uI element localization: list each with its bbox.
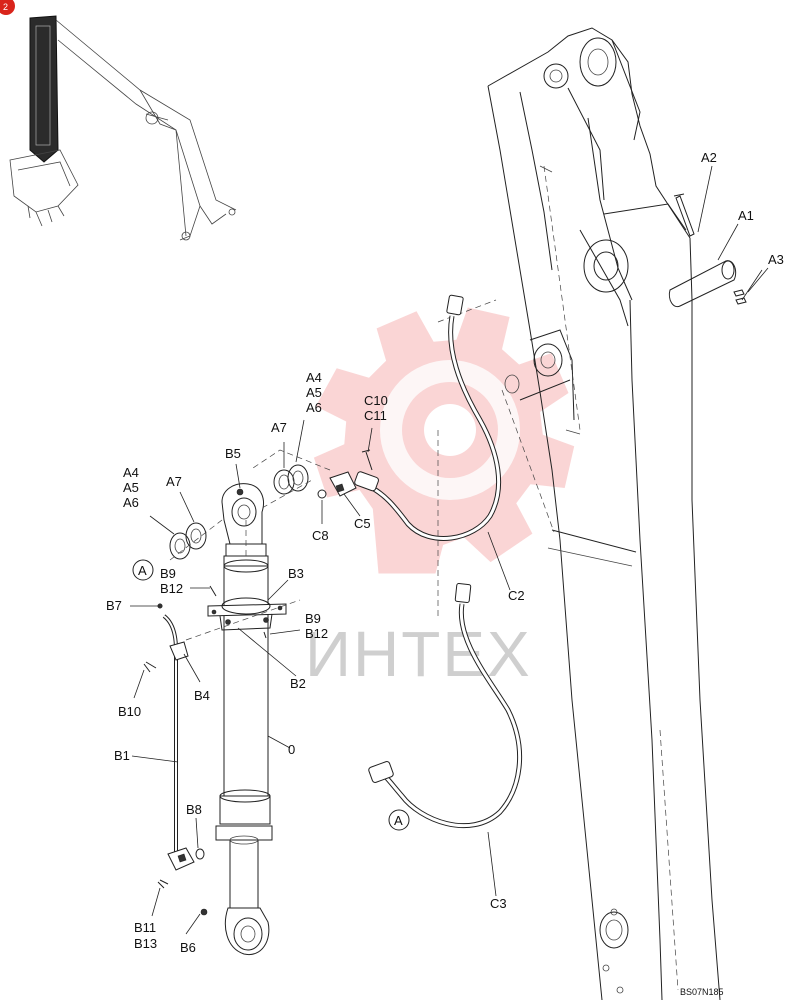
label-b4: B4	[194, 688, 210, 703]
leader-lines	[130, 165, 769, 935]
label-b6: B6	[180, 940, 196, 955]
callout-a-top: A	[132, 559, 154, 581]
label-b11: B11	[134, 920, 156, 935]
label-b3: B3	[288, 566, 304, 581]
label-a2: A2	[701, 150, 717, 165]
boom-structure	[487, 27, 721, 1000]
fittings	[249, 449, 373, 499]
reference-code: BS07N185	[680, 987, 724, 997]
label-a7-left: A7	[166, 474, 182, 489]
label-b10: B10	[118, 704, 141, 719]
label-c3: C3	[490, 896, 507, 911]
corner-badge: 2	[3, 2, 8, 12]
label-a7-right: A7	[271, 420, 287, 435]
callout-a-top-label: A	[138, 563, 147, 578]
label-c8: C8	[312, 528, 329, 543]
label-c2: C2	[508, 588, 525, 603]
label-b9-right: B9	[305, 611, 321, 626]
label-a6-left: A6	[123, 495, 139, 510]
label-c5: C5	[354, 516, 371, 531]
washers	[169, 464, 313, 561]
label-b7: B7	[106, 598, 122, 613]
label-b12-top: B12	[160, 581, 183, 596]
label-b9-top: B9	[160, 566, 176, 581]
label-b2: B2	[290, 676, 306, 691]
label-a4-right: A4	[306, 370, 322, 385]
label-b5: B5	[225, 446, 241, 461]
label-c11: C11	[364, 408, 387, 423]
label-c10: C10	[364, 393, 388, 408]
callout-a-bottom: A	[388, 809, 410, 831]
pipe-b1	[143, 585, 301, 889]
hydraulic-cylinder	[200, 483, 287, 956]
watermark-logo	[313, 307, 575, 574]
label-a5-right: A5	[306, 385, 322, 400]
label-a4-left: A4	[123, 465, 139, 480]
label-a6-right: A6	[306, 400, 322, 415]
location-thumbnail: 2	[0, 0, 237, 241]
watermark-text: ИНТЕХ	[305, 618, 532, 690]
label-a3: A3	[768, 252, 784, 267]
part-labels: A2 A1 A3 A4 A5 A6 A7 C10 C11 B5 A4 A5 A6…	[106, 150, 784, 955]
hose-c2	[354, 294, 502, 541]
label-b13: B13	[134, 936, 157, 951]
hose-c3	[368, 430, 522, 829]
label-a1: A1	[738, 208, 754, 223]
label-zero: 0	[288, 742, 295, 757]
label-a5-left: A5	[123, 480, 139, 495]
callout-a-bottom-label: A	[394, 813, 403, 828]
label-b12-right: B12	[305, 626, 328, 641]
label-b8: B8	[186, 802, 202, 817]
label-b1: B1	[114, 748, 130, 763]
pin-assembly	[668, 193, 747, 308]
